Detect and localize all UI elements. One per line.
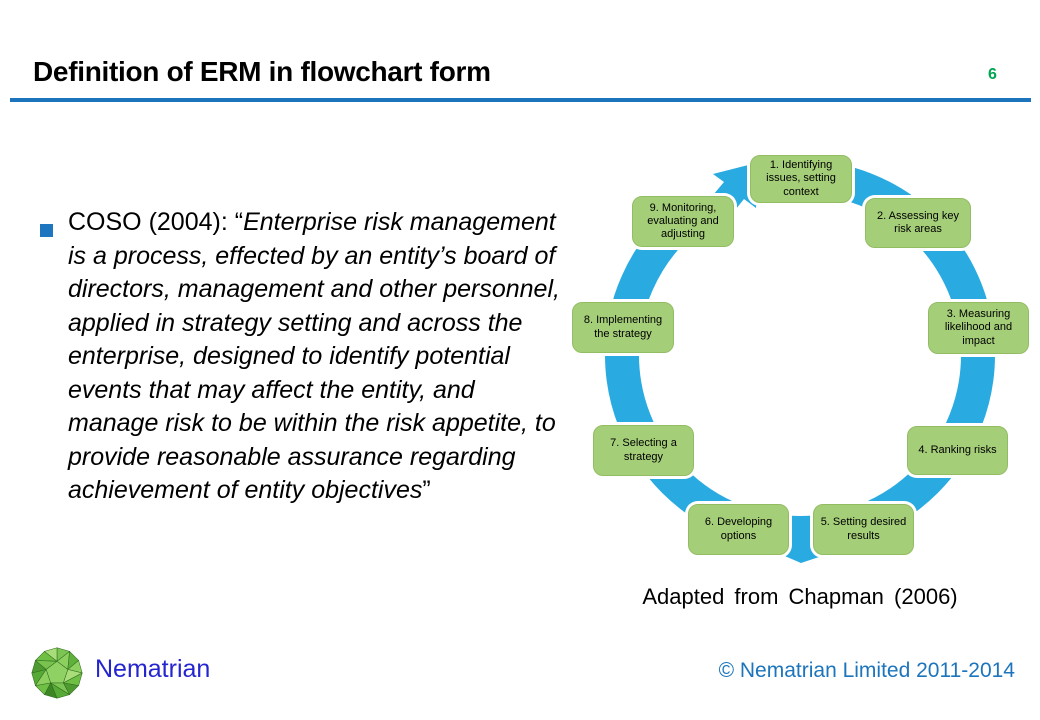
step-box-7: 7. Selecting a strategy xyxy=(593,425,694,476)
copyright-text: © Nematrian Limited 2011-2014 xyxy=(718,659,1015,682)
brand-name: Nematrian xyxy=(95,655,211,683)
step-box-2: 2. Assessing key risk areas xyxy=(865,198,971,248)
bullet-square-icon xyxy=(40,224,53,237)
step-box-3: 3. Measuring likelihood and impact xyxy=(928,302,1029,354)
title-divider xyxy=(10,98,1031,102)
quote-lead: COSO (2004): “ xyxy=(68,208,244,236)
page-title: Definition of ERM in flowchart form xyxy=(33,56,491,87)
nematrian-polyhedron-logo-icon xyxy=(31,647,83,699)
step-box-6: 6. Developing options xyxy=(688,504,789,555)
diagram-caption: Adapted from Chapman (2006) xyxy=(642,584,958,609)
step-box-9: 9. Monitoring, evaluating and adjusting xyxy=(632,196,734,247)
quote-close: ” xyxy=(422,476,431,504)
coso-quote-text: COSO (2004): “Enterprise risk management… xyxy=(68,206,570,508)
step-box-8: 8. Implementing the strategy xyxy=(572,302,674,353)
erm-cycle-diagram: 1. Identifying issues, setting context 2… xyxy=(570,140,1030,620)
step-box-1: 1. Identifying issues, setting context xyxy=(750,155,852,203)
step-box-5: 5. Setting desired results xyxy=(813,504,914,555)
quote-body: Enterprise risk management is a process,… xyxy=(68,208,560,504)
step-box-4: 4. Ranking risks xyxy=(907,426,1008,475)
page-number: 6 xyxy=(988,66,997,83)
